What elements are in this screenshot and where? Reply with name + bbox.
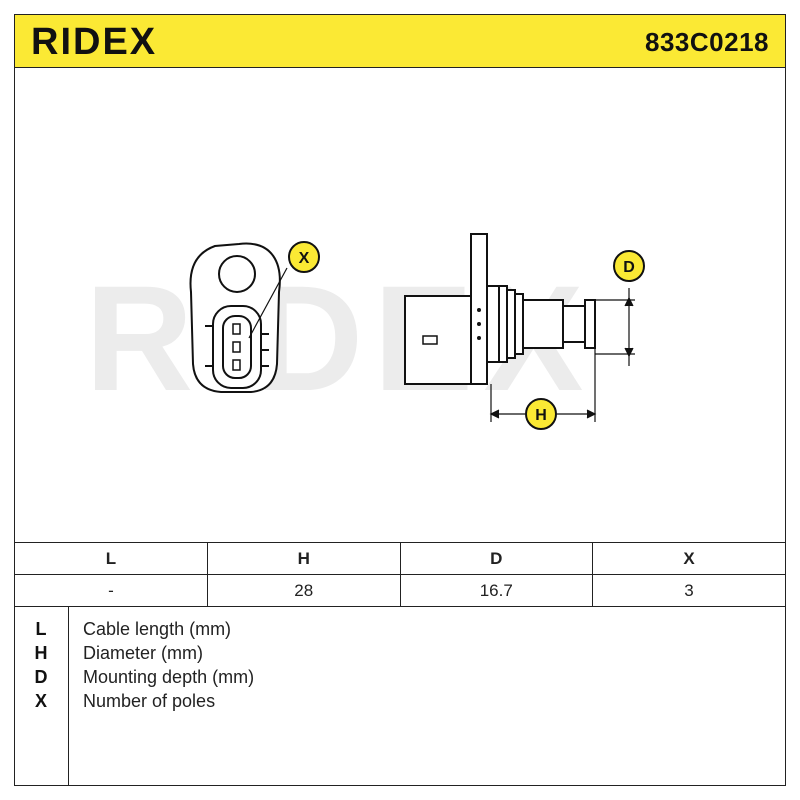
legend-item: L Cable length (mm) [15, 619, 785, 643]
legend-key: D [34, 667, 48, 687]
legend-key: X [34, 691, 47, 711]
legend-key: L [35, 619, 47, 639]
legend-item: D Mounting depth (mm) [15, 667, 785, 691]
marker-x: X [288, 241, 320, 273]
value-d: 16.7 [399, 574, 593, 607]
legend-divider [68, 607, 69, 785]
product-sheet: RIDEX 833C0218 RIDEX X [14, 14, 786, 786]
legend-desc: Cable length (mm) [83, 619, 232, 639]
header-h: H [207, 542, 401, 575]
legend-desc: Mounting depth (mm) [83, 667, 255, 687]
value-h: 28 [207, 574, 401, 607]
dimensions-value-row: - 28 16.7 3 [15, 574, 785, 607]
legend: L Cable length (mm) H Diameter (mm) D Mo… [15, 607, 785, 785]
marker-h: H [525, 398, 557, 430]
sensor-shaft [522, 299, 564, 349]
legend-key: H [34, 643, 48, 663]
dimension-h [489, 348, 597, 422]
mount-hole [218, 255, 256, 293]
sensor-side-view [404, 233, 596, 385]
legend-item: X Number of poles [15, 691, 785, 715]
svg-text:H: H [535, 407, 547, 424]
dimensions-header-row: L H D X [15, 542, 785, 575]
value-x: 3 [592, 574, 785, 607]
connector-body [404, 295, 472, 385]
svg-text:RIDEX: RIDEX [31, 23, 157, 59]
dimension-d [595, 288, 635, 366]
connector-housing [212, 305, 262, 389]
x-leader-line [248, 267, 288, 339]
header-x: X [592, 542, 785, 575]
ridex-logo: RIDEX [31, 23, 157, 59]
legend-item: H Diameter (mm) [15, 643, 785, 667]
legend-desc: Number of poles [83, 691, 216, 711]
svg-text:D: D [623, 259, 635, 276]
sensor-front-view [189, 242, 281, 393]
dimensions-table: L H D X - 28 16.7 3 [15, 542, 785, 607]
part-number: 833C0218 [645, 27, 769, 57]
header-d: D [399, 542, 593, 575]
technical-drawing: RIDEX X [85, 233, 645, 430]
header-bar: RIDEX 833C0218 [15, 15, 785, 68]
legend-desc: Diameter (mm) [83, 643, 203, 663]
value-l: - [15, 574, 208, 607]
svg-text:X: X [299, 250, 310, 267]
marker-d: D [613, 250, 645, 282]
header-l: L [15, 542, 208, 575]
